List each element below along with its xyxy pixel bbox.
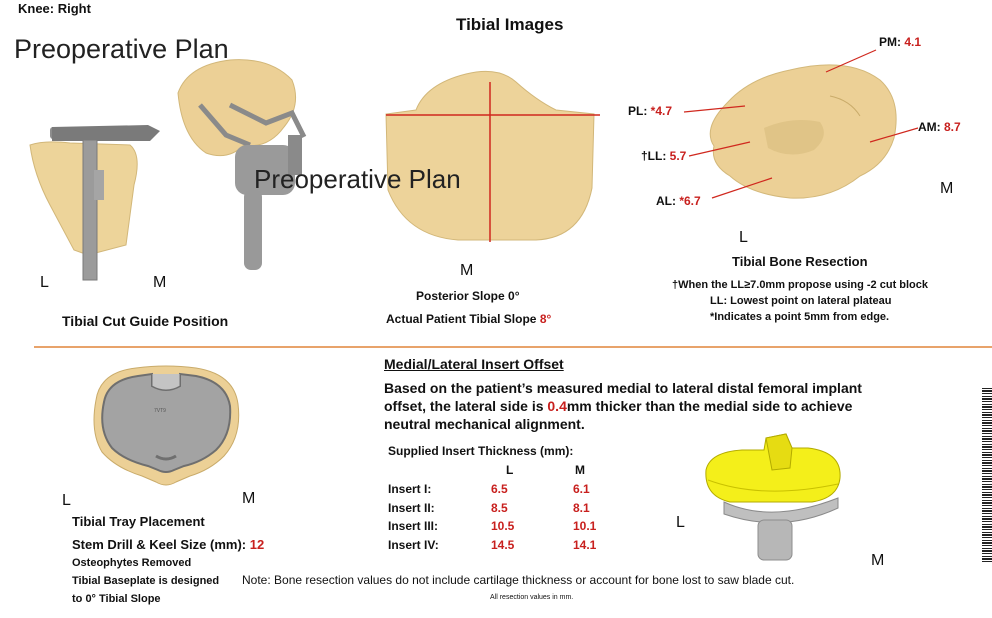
actual-tibial-slope: Actual Patient Tibial Slope 8° (386, 312, 552, 326)
stem-drill-keel-size: Stem Drill & Keel Size (mm): 12 (72, 537, 265, 552)
cut-guide-label-l: L (40, 274, 49, 291)
tibial-cut-guide-caption: Tibial Cut Guide Position (62, 313, 229, 329)
resection-ll: †LL: 5.7 (641, 149, 687, 163)
insert-row-label: Insert II: (388, 501, 435, 515)
tibial-slope-image (385, 70, 600, 242)
thickness-col-m: M (575, 463, 585, 477)
resection-disclaimer: Note: Bone resection values do not inclu… (242, 573, 795, 587)
slope-label-m: M (460, 262, 474, 279)
section-divider (34, 346, 992, 348)
offset-desc-line3: neutral mechanical alignment. (384, 416, 585, 432)
implant-label-l: L (676, 514, 685, 531)
offset-desc-line2: offset, the lateral side is 0.4mm thicke… (384, 398, 853, 414)
tibial-tray-image: 7VT9 (93, 365, 240, 486)
tibial-cut-guide-image (29, 59, 307, 281)
tibial-resection-image (709, 64, 897, 199)
implant-label-m: M (871, 552, 885, 569)
resection-am: AM: 8.7 (918, 120, 961, 134)
tibial-bone-resection-title: Tibial Bone Resection (732, 254, 868, 269)
insert-row-m-value: 8.1 (573, 501, 590, 515)
insert-offset-title: Medial/Lateral Insert Offset (384, 356, 564, 372)
tray-label-m: M (242, 490, 256, 507)
tray-engraving: 7VT9 (154, 408, 166, 414)
cut-guide-label-m: M (153, 274, 167, 291)
resection-note-2: LL: Lowest point on lateral plateau (710, 295, 892, 307)
preoperative-plan-overlay-watermark: Preoperative Plan (254, 164, 461, 194)
resection-note-3: *Indicates a point 5mm from edge. (710, 311, 890, 323)
insert-row-l-value: 14.5 (491, 538, 515, 552)
offset-desc-line1: Based on the patient’s measured medial t… (384, 380, 862, 396)
resection-pl: PL: *4.7 (628, 104, 673, 118)
thickness-col-l: L (506, 463, 514, 477)
baseplate-note-line2: to 0° Tibial Slope (72, 593, 161, 605)
resection-units-note: All resection values in mm. (490, 594, 574, 601)
insert-row-label: Insert III: (388, 519, 439, 533)
insert-row-l-value: 10.5 (491, 519, 515, 533)
osteophytes-removed: Osteophytes Removed (72, 557, 192, 569)
barcode (982, 388, 992, 564)
resection-pm: PM: 4.1 (879, 35, 922, 49)
tibial-images-title: Tibial Images (456, 15, 564, 34)
tibial-implant-image (705, 433, 841, 561)
knee-side-label: Knee: Right (18, 1, 91, 16)
resection-note-1: †When the LL≥7.0mm propose using -2 cut … (672, 279, 929, 291)
insert-row-l-value: 6.5 (491, 482, 508, 496)
insert-row-l-value: 8.5 (491, 501, 508, 515)
insert-row-label: Insert I: (388, 482, 432, 496)
posterior-slope-text: Posterior Slope 0° (416, 289, 520, 303)
resection-label-l: L (739, 229, 748, 246)
tibial-tray-placement: Tibial Tray Placement (72, 514, 205, 529)
insert-thickness-title: Supplied Insert Thickness (mm): (388, 444, 574, 458)
insert-row-m-value: 14.1 (573, 538, 597, 552)
tray-label-l: L (62, 492, 71, 509)
resection-al: AL: *6.7 (656, 194, 701, 208)
insert-row-label: Insert IV: (388, 538, 439, 552)
insert-row-m-value: 10.1 (573, 519, 597, 533)
insert-row-m-value: 6.1 (573, 482, 590, 496)
baseplate-note-line1: Tibial Baseplate is designed (72, 575, 220, 587)
preoperative-plan-watermark: Preoperative Plan (14, 34, 229, 64)
resection-label-m: M (940, 180, 954, 197)
